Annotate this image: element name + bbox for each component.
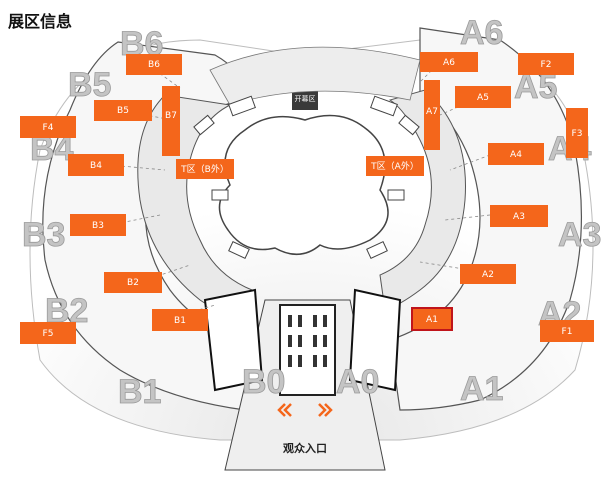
right-entrance-block	[348, 288, 402, 392]
entrance-label: 观众入口	[283, 441, 327, 455]
label-f3: F3	[566, 108, 588, 158]
label-a3: A3	[490, 205, 548, 227]
svg-text:A4: A4	[510, 150, 522, 160]
exhibit-labels: B6 B5 B4 B3 B2 B1 B7 T区（B外） A6 A5 A4 A3 …	[20, 52, 594, 344]
svg-text:A6: A6	[443, 58, 455, 68]
label-f4: F4	[20, 116, 76, 138]
label-a5: A5	[455, 86, 511, 108]
label-a7: A7	[424, 80, 440, 150]
svg-text:B3: B3	[92, 221, 104, 231]
svg-text:B1: B1	[174, 316, 186, 326]
label-b1: B1	[152, 309, 208, 331]
label-b6: B6	[126, 54, 182, 75]
label-a6: A6	[420, 52, 478, 72]
label-f2: F2	[518, 53, 574, 75]
left-entrance-block	[203, 288, 264, 392]
label-a4: A4	[488, 143, 544, 165]
svg-text:A3: A3	[513, 212, 525, 222]
svg-text:F5: F5	[43, 329, 54, 339]
svg-text:A7: A7	[426, 107, 438, 117]
svg-text:F1: F1	[562, 327, 573, 337]
svg-text:T区（A外）: T区（A外）	[370, 160, 419, 172]
label-f5: F5	[20, 322, 76, 344]
svg-text:T区（B外）: T区（B外）	[180, 163, 229, 175]
zone-letter-b0: B0	[242, 363, 285, 401]
svg-text:B5: B5	[117, 106, 129, 116]
central-courtyard	[218, 114, 389, 255]
zone-letter-b3: B3	[22, 216, 65, 254]
svg-text:A5: A5	[477, 93, 489, 103]
label-f1: F1	[540, 320, 594, 342]
label-t-b: T区（B外）	[176, 159, 234, 179]
label-b2: B2	[104, 272, 162, 293]
zone-letter-b5: B5	[68, 66, 111, 104]
svg-text:B7: B7	[165, 111, 177, 121]
zone-letter-a6: A6	[460, 14, 503, 52]
page-title: 展区信息	[8, 12, 73, 31]
zone-letter-a1: A1	[460, 370, 503, 408]
zone-letter-b1: B1	[118, 373, 161, 411]
zone-letter-a3: A3	[558, 216, 601, 254]
label-b5: B5	[94, 100, 152, 121]
svg-text:F2: F2	[541, 60, 552, 70]
label-a2: A2	[460, 264, 516, 284]
label-a1: A1	[411, 307, 453, 331]
svg-text:B4: B4	[90, 161, 102, 171]
center-sign-text: 开幕区	[295, 94, 316, 103]
label-b7: B7	[162, 86, 180, 156]
svg-text:F4: F4	[43, 123, 54, 133]
upper-hall	[209, 46, 421, 106]
svg-text:A1: A1	[426, 315, 438, 325]
zone-letter-a0: A0	[336, 363, 379, 401]
center-stage	[292, 88, 318, 110]
label-t-a: T区（A外）	[366, 156, 424, 176]
svg-text:F3: F3	[572, 129, 583, 139]
entrance-arrows	[277, 403, 333, 417]
svg-text:B2: B2	[127, 278, 139, 288]
booth-shapes	[193, 95, 420, 259]
svg-text:B6: B6	[148, 60, 160, 70]
label-b3: B3	[70, 214, 126, 236]
label-b4: B4	[68, 154, 124, 176]
svg-text:A2: A2	[482, 270, 494, 280]
entrance-seating	[288, 315, 327, 367]
